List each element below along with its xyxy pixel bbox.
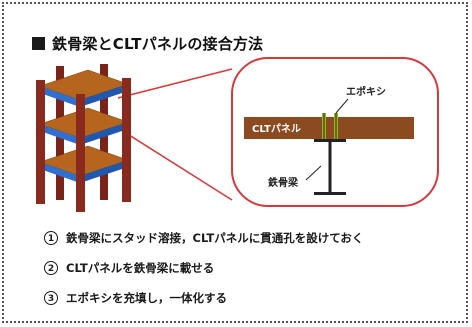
column-front-middle xyxy=(76,94,85,212)
title-bullet-square xyxy=(32,36,45,50)
figure-title: 鉄骨梁とCLTパネルの接合方法 xyxy=(52,34,264,53)
step-item: 1 鉄骨梁にスタッド溶接，CLTパネルに貫通孔を設けておく xyxy=(44,229,464,247)
figure-frame xyxy=(2,2,468,323)
clt-panel-label: CLTパネル xyxy=(252,123,301,135)
title-row: 鉄骨梁とCLTパネルの接合方法 xyxy=(32,32,263,54)
steel-beam-leader-line xyxy=(305,165,322,181)
beam-bottom-right xyxy=(80,160,128,183)
step-number: 1 xyxy=(44,231,58,245)
beam-top-right xyxy=(80,84,128,107)
epoxy-label: エポキシ xyxy=(346,85,386,98)
beam-web xyxy=(328,142,332,192)
stud-right-core xyxy=(335,113,337,139)
beam-top-flange xyxy=(314,139,346,142)
step-text: CLTパネルを鉄骨梁に載せる xyxy=(66,261,215,275)
callout-line-top xyxy=(117,68,233,99)
column-front-left xyxy=(36,80,45,204)
beam-bottom-left xyxy=(40,162,80,183)
stud-left-core xyxy=(323,113,325,139)
clt-panel xyxy=(244,117,414,139)
steel-frame-model xyxy=(36,64,131,212)
beam-middle-right xyxy=(80,122,128,145)
beam-bottom-flange xyxy=(314,192,346,195)
step-text: 鉄骨梁にスタッド溶接，CLTパネルに貫通孔を設けておく xyxy=(66,231,364,245)
steps-list: 1 鉄骨梁にスタッド溶接，CLTパネルに貫通孔を設けておく 2 CLTパネルを鉄… xyxy=(44,229,464,319)
step-item: 2 CLTパネルを鉄骨梁に載せる xyxy=(44,259,464,277)
step-item: 3 エポキシを充填し，一体化する xyxy=(44,289,464,307)
column-front-right xyxy=(122,78,131,202)
steel-beam-label: 鉄骨梁 xyxy=(268,176,299,189)
beam-middle-left xyxy=(40,124,80,145)
beam-top-left xyxy=(40,86,80,107)
epoxy-leader-line xyxy=(335,98,349,114)
step-number: 3 xyxy=(44,291,58,305)
step-number: 2 xyxy=(44,261,58,275)
step-text: エポキシを充填し，一体化する xyxy=(66,291,227,305)
callout-line-bottom xyxy=(117,127,233,201)
